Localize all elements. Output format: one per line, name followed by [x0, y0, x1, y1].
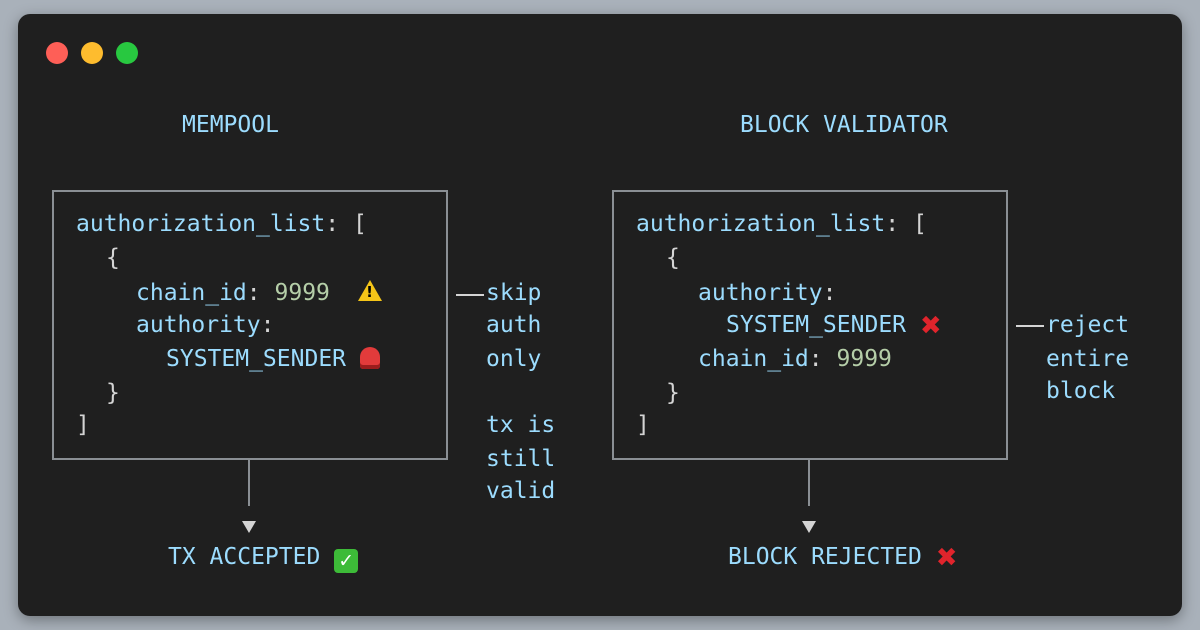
mempool-note-line: tx is [486, 412, 556, 438]
mempool-result: TX ACCEPTED ✓ [168, 544, 359, 573]
mempool-box [52, 190, 448, 460]
code-value: SYSTEM_SENDER [166, 346, 347, 372]
mempool-note-line: skip [486, 280, 542, 306]
code-key: chain_id [136, 280, 247, 306]
validator-flow-line [808, 460, 810, 506]
code-number: 9999 [836, 346, 892, 372]
mempool-brace-open: { [106, 245, 120, 271]
minimize-button[interactable] [81, 42, 103, 64]
code-colon: : [246, 280, 261, 306]
mempool-brace-close: } [106, 380, 120, 406]
mempool-line-authority: authority: [136, 312, 274, 338]
mempool-line-system-sender: SYSTEM_SENDER [166, 346, 380, 372]
validator-result: BLOCK REJECTED ✖ [728, 544, 958, 571]
code-number: 9999 [274, 280, 330, 306]
mempool-bracket-close: ] [76, 412, 90, 438]
check-mark-icon: ✓ [334, 549, 359, 573]
close-button[interactable] [46, 42, 68, 64]
validator-line-authority: authority: [698, 280, 836, 306]
mempool-flow-line [248, 460, 250, 506]
validator-bracket-close: ] [636, 412, 650, 438]
mempool-title: MEMPOOL [182, 112, 279, 138]
validator-line-system-sender: SYSTEM_SENDER ✖ [726, 312, 942, 339]
code-value: SYSTEM_SENDER [726, 312, 907, 338]
code-colon: : [260, 312, 275, 338]
down-arrow-icon [242, 521, 256, 533]
mempool-note-connector [456, 294, 484, 296]
cross-mark-icon: ✖ [919, 311, 942, 341]
mempool-note-line: still [486, 446, 556, 472]
mempool-line-chain-id: chain_id: 9999 [136, 280, 382, 306]
terminal-window: MEMPOOL authorization_list: [ { chain_id… [18, 14, 1182, 616]
code-punctuation: : [ [885, 211, 927, 237]
validator-title: BLOCK VALIDATOR [740, 112, 948, 138]
mempool-note-line: only [486, 346, 542, 372]
mempool-note-line: auth [486, 312, 542, 338]
code-punctuation: : [ [325, 211, 367, 237]
result-label: TX ACCEPTED [168, 544, 321, 570]
code-key: authority [136, 312, 261, 338]
code-key: authorization_list [636, 211, 886, 237]
code-key: authorization_list [76, 211, 326, 237]
validator-note-line: entire [1046, 346, 1130, 372]
down-arrow-icon [802, 521, 816, 533]
validator-box [612, 190, 1008, 460]
validator-note-line: reject [1046, 312, 1130, 338]
warning-icon [357, 280, 382, 302]
result-label: BLOCK REJECTED [728, 544, 922, 570]
validator-brace-open: { [666, 245, 680, 271]
mempool-line-authorization-list: authorization_list: [ [76, 211, 367, 237]
cross-mark-icon: ✖ [935, 543, 958, 573]
maximize-button[interactable] [116, 42, 138, 64]
validator-note-line: block [1046, 378, 1116, 404]
code-key: authority [698, 280, 823, 306]
validator-brace-close: } [666, 380, 680, 406]
mempool-note-line: valid [486, 478, 556, 504]
siren-icon [359, 347, 380, 369]
code-key: chain_id [698, 346, 809, 372]
code-colon: : [822, 280, 837, 306]
validator-line-authorization-list: authorization_list: [ [636, 211, 927, 237]
validator-line-chain-id: chain_id: 9999 [698, 346, 892, 372]
code-colon: : [808, 346, 823, 372]
validator-note-connector [1016, 325, 1044, 327]
